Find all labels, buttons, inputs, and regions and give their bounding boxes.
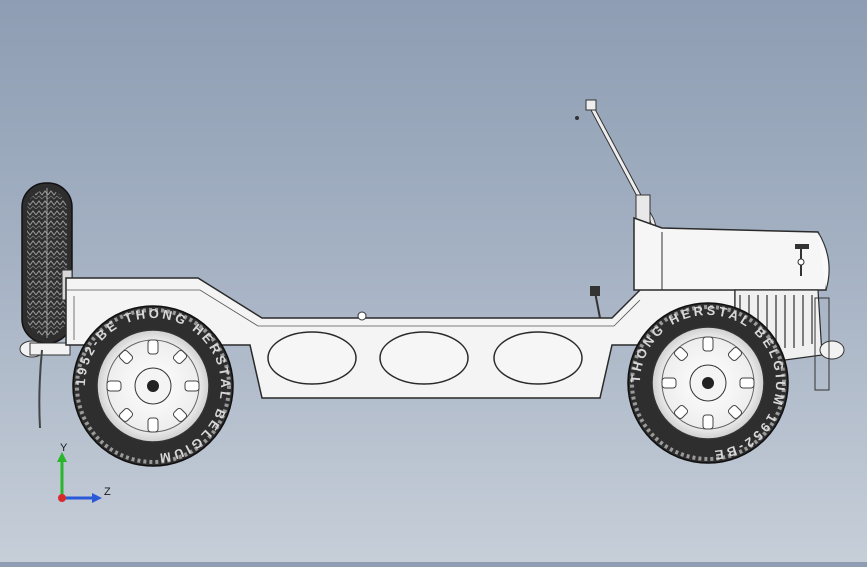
axis-triad: Y Z: [48, 440, 118, 510]
vehicle-body[interactable]: [65, 216, 845, 399]
rear-wheel[interactable]: 1952-BE THONG HERSTAL BELGIUM: [72, 305, 234, 467]
rear-bumper[interactable]: [19, 340, 71, 429]
front-wheel[interactable]: THONG HERSTAL BELGIUM 1952-BE: [627, 302, 789, 464]
y-axis-label: Y: [60, 442, 68, 454]
z-axis-label: Z: [104, 486, 111, 498]
x-axis-dot: [58, 494, 66, 502]
spare-wheel[interactable]: [21, 182, 73, 344]
